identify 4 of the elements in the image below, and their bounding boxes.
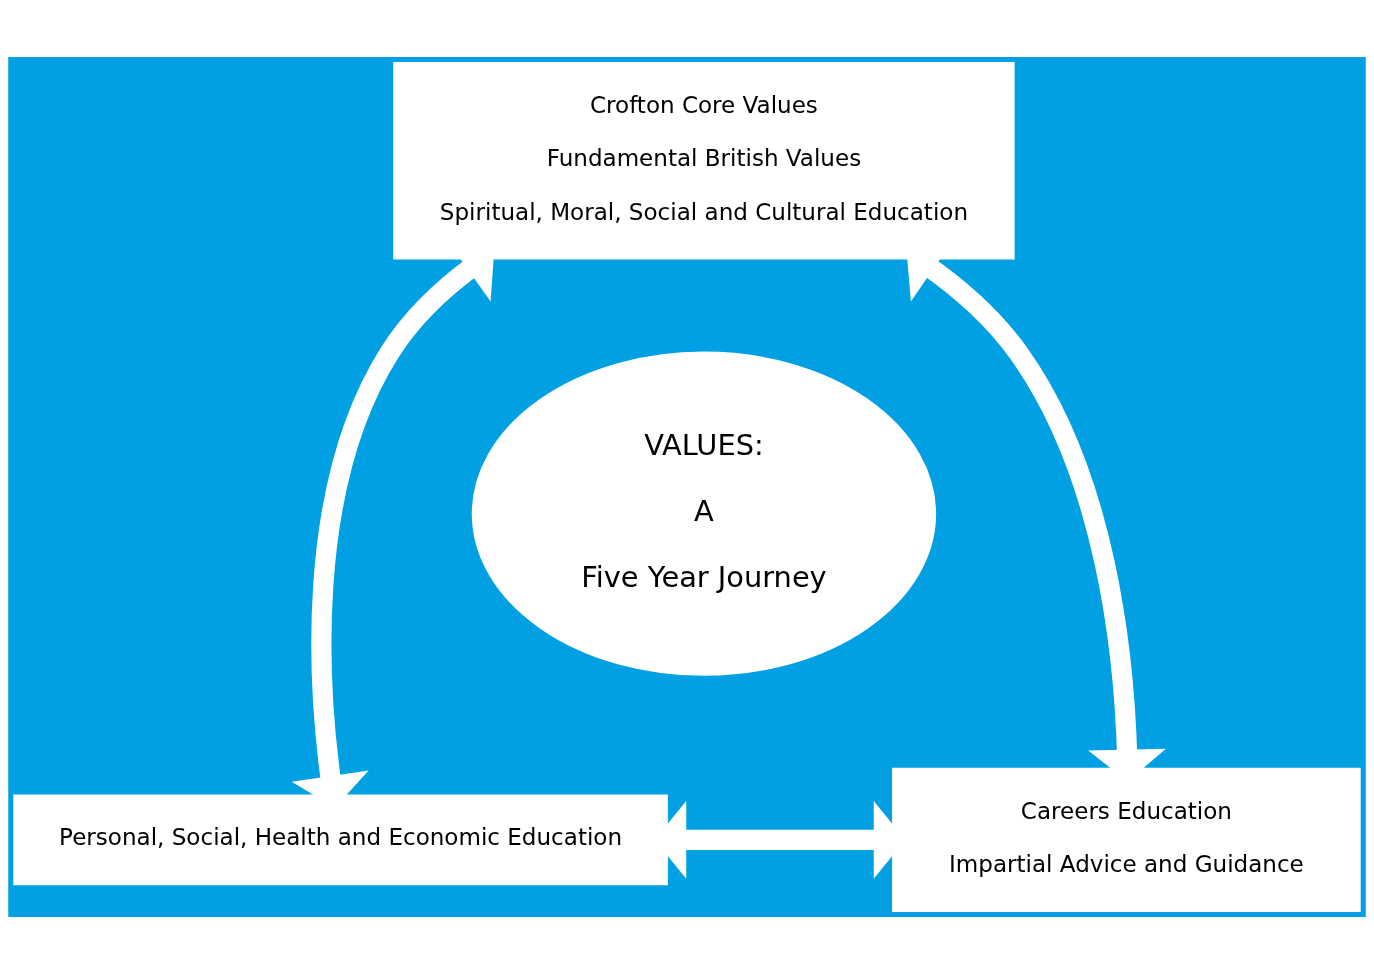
node-box: Crofton Core Values Fundamental British Values Spiritual, Moral, Social and Cultural Education <box>393 62 1015 260</box>
node-box: Careers Education Impartial Advice and Guidance <box>892 767 1361 912</box>
node-box: Personal, Social, Health and Economic Education <box>13 794 668 886</box>
node-ellipse: VALUES: A Five Year Journey <box>471 351 937 676</box>
